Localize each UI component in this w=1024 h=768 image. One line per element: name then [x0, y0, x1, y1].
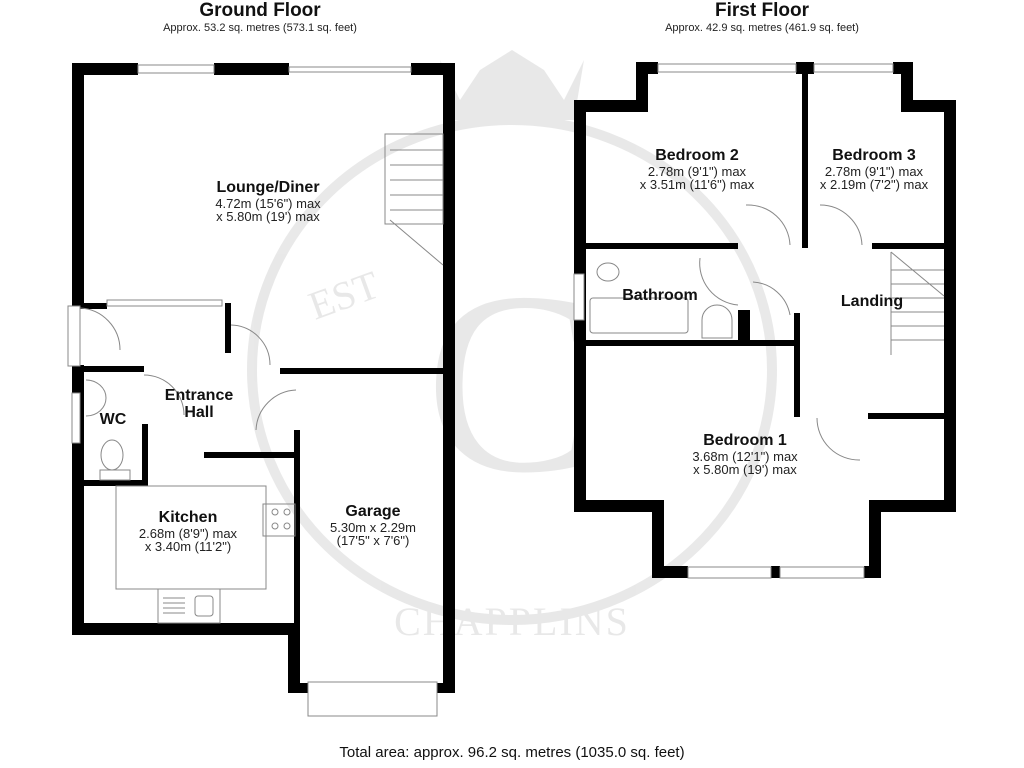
room-bathroom: Bathroom [622, 287, 698, 305]
watermark-crest: C EST CHAPPLINS [247, 50, 777, 644]
room-name: Bedroom 1 [703, 432, 787, 449]
ground-floor-area: Approx. 53.2 sq. metres (573.1 sq. feet) [163, 22, 357, 34]
watermark-brand: CHAPPLINS [394, 599, 630, 644]
ground-stairs [384, 133, 444, 266]
watermark-est: EST [303, 262, 385, 329]
first-floor-stairs [890, 251, 945, 355]
ground-floor-plan [67, 63, 455, 717]
room-name: Landing [840, 293, 904, 310]
room-name: Bathroom [622, 287, 698, 304]
room-bedroom-3: Bedroom 3 2.78m (9'1") max x 2.19m (7'2"… [819, 147, 929, 193]
room-dim: x 5.80m (19') max [216, 209, 320, 225]
room-garage: Garage 5.30m x 2.29m (17'5" x 7'6") [330, 503, 416, 549]
first-floor-plan [573, 62, 956, 579]
room-name: WC [99, 411, 127, 428]
room-landing: Landing [840, 293, 904, 311]
room-dim: x 5.80m (19') max [693, 462, 797, 478]
room-dim: 2.78m (9'1") max [824, 163, 924, 179]
room-name: Lounge/Diner [216, 179, 320, 196]
room-name: Garage [345, 503, 401, 520]
room-dim: 3.68m (12'1") max [692, 448, 798, 464]
room-kitchen: Kitchen 2.68m (8'9") max x 3.40m (11'2") [138, 509, 238, 555]
first-floor-area: Approx. 42.9 sq. metres (461.9 sq. feet) [665, 22, 859, 34]
room-dim: 5.30m x 2.29m [330, 519, 416, 535]
room-name: Bedroom 2 [655, 147, 739, 164]
room-entrance-hall: Entrance Hall [164, 387, 234, 422]
room-name: Hall [184, 403, 214, 421]
room-name: Kitchen [158, 509, 218, 526]
room-bedroom-2: Bedroom 2 2.78m (9'1") max x 3.51m (11'6… [639, 147, 755, 193]
room-dim: 2.68m (8'9") max [138, 525, 238, 541]
first-floor-title: First Floor [715, 0, 809, 21]
room-bedroom-1: Bedroom 1 3.68m (12'1") max x 5.80m (19'… [692, 432, 798, 478]
room-name: Bedroom 3 [832, 147, 916, 164]
room-dim: (17'5" x 7'6") [336, 533, 410, 549]
total-area: Total area: approx. 96.2 sq. metres (103… [339, 744, 685, 761]
room-dim: 4.72m (15'6") max [215, 195, 321, 211]
room-wc: WC [99, 411, 127, 429]
room-dim: 2.78m (9'1") max [647, 163, 747, 179]
room-dim: x 3.51m (11'6") max [639, 177, 755, 193]
ground-floor-title: Ground Floor [199, 0, 321, 21]
room-name: Entrance [164, 387, 234, 404]
room-dim: x 2.19m (7'2") max [819, 177, 929, 193]
room-lounge-diner: Lounge/Diner 4.72m (15'6") max x 5.80m (… [215, 179, 321, 225]
room-dim: x 3.40m (11'2") [144, 539, 232, 555]
